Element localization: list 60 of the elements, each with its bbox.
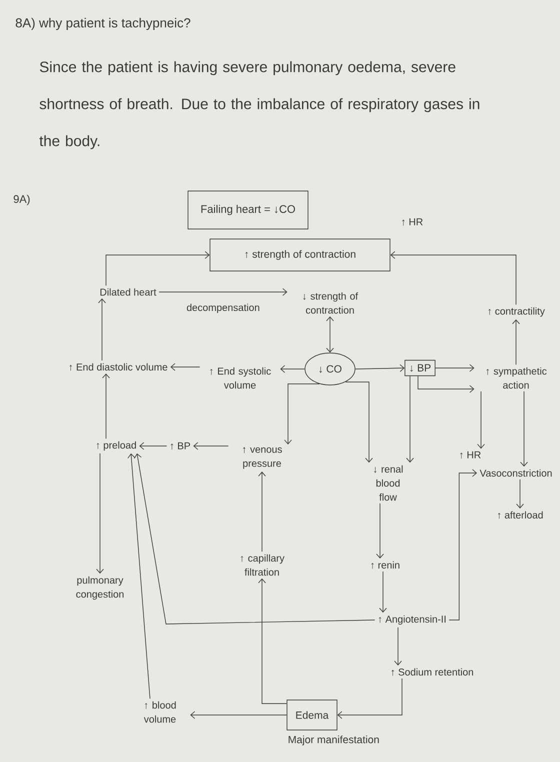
arrow [134, 453, 376, 624]
double-arrow [326, 316, 334, 353]
arrow [345, 382, 373, 463]
term-text: ↓ renal blood flow [374, 465, 403, 501]
arrow [355, 364, 405, 372]
term-text: ↑ Sodium retention [392, 668, 474, 676]
question-heading: 8A) why patient is tachypneic? [16, 18, 190, 30]
arrow [406, 376, 414, 463]
edge-label: decompensation [185, 302, 261, 314]
term-text: ↑ preload [96, 441, 136, 451]
text-box: Edema [286, 700, 338, 730]
text-box: Failing heart = ↓CO [188, 190, 308, 230]
arrow [258, 472, 266, 552]
text-box: ↓ BP [404, 360, 436, 376]
arrow [128, 453, 150, 699]
arrow [96, 453, 104, 574]
arrow [158, 288, 288, 296]
arrow [190, 711, 287, 719]
note-text: ↑ HR [402, 218, 423, 226]
term-text: ↑ HR [460, 451, 481, 459]
term-text: ↑ renin [371, 561, 400, 569]
arrow [418, 376, 474, 393]
arrow [516, 479, 524, 509]
arrow [448, 469, 477, 620]
answer-paragraph: Since the patient is having severe pulmonary oedema, severe shortness of breath. Due to the imbalance of respiratory gases in the body. [39, 61, 480, 150]
arrow [170, 363, 200, 371]
arrow [435, 364, 474, 372]
term-text: ↑ contractility [488, 307, 545, 317]
arrow [394, 627, 402, 666]
arrow [98, 298, 106, 361]
term-text: ↑ sympathetic action [486, 367, 547, 389]
arrow [193, 442, 229, 450]
arrow [258, 578, 287, 704]
question-number: 9A) [14, 194, 30, 206]
term-text: ↑ venous pressure [243, 447, 282, 469]
term-text: ↑ End systolic volume [210, 367, 271, 389]
arrow [102, 373, 110, 439]
term-text: pulmonary congestion [76, 576, 124, 600]
term-text: ↑ blood volume [144, 701, 176, 723]
term-text: ↓ strength of contraction [303, 292, 358, 314]
arrow [376, 503, 384, 559]
note-text: Major manifestation [288, 736, 379, 746]
term-text: ↑ End diastolic volume [70, 363, 168, 371]
arrow [337, 678, 402, 719]
arrow [284, 384, 320, 444]
term-text: ↑ afterload [498, 511, 543, 519]
term-text: Dilated heart [100, 288, 156, 296]
arrow [520, 391, 528, 467]
term-text: ↑ capillary filtration [240, 554, 284, 576]
arrow [512, 319, 520, 365]
arrow [106, 251, 210, 286]
term-text: Vasoconstriction [480, 469, 552, 477]
arrow [139, 442, 168, 450]
arrow [390, 251, 516, 305]
term-text: ↑ BP [170, 442, 190, 450]
arrow [477, 391, 485, 449]
text-box: ↑ strength of contraction [210, 238, 390, 272]
arrow [379, 571, 387, 613]
term-text: ↑ Angiotensin-II [378, 615, 446, 625]
arrow [280, 365, 305, 373]
